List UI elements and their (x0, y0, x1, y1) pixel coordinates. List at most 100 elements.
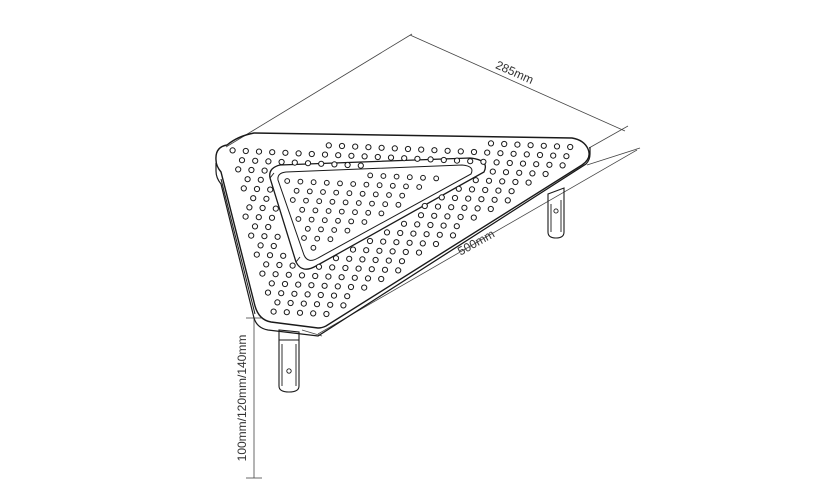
vent-hole (514, 141, 521, 148)
vent-hole (338, 142, 346, 150)
vent-hole (268, 280, 275, 287)
vent-hole (238, 157, 246, 164)
vent-hole (427, 156, 434, 163)
ventilation-holes (229, 140, 574, 318)
vent-hole (269, 149, 276, 156)
vent-hole (457, 148, 464, 155)
vent-hole (421, 202, 428, 210)
vent-hole (240, 185, 247, 192)
vent-hole (338, 208, 345, 215)
vent-hole (502, 169, 510, 176)
depth-dimension: 285mm (225, 33, 629, 149)
vent-hole (372, 191, 379, 198)
vent-hole (438, 194, 445, 201)
vent-hole (434, 203, 442, 210)
vent-hole (489, 168, 496, 175)
vent-hole (365, 144, 372, 151)
vent-hole (280, 252, 287, 259)
vent-hole (310, 244, 317, 251)
vent-hole (291, 290, 298, 297)
vent-hole (331, 161, 338, 168)
vent-hole (283, 309, 290, 316)
vent-hole (453, 157, 461, 164)
vent-hole (295, 216, 302, 222)
vent-hole (508, 188, 515, 195)
vent-hole (261, 167, 268, 174)
vent-hole (285, 271, 292, 278)
vent-hole (403, 183, 409, 190)
vent-hole (365, 209, 372, 216)
vent-hole (359, 256, 366, 263)
vent-hole (368, 266, 375, 273)
vent-hole (251, 223, 259, 230)
vent-hole (533, 161, 540, 168)
vent-hole (516, 169, 523, 176)
vent-hole (431, 212, 438, 219)
vent-hole (417, 212, 425, 219)
vent-hole (317, 291, 324, 299)
vent-hole (325, 142, 332, 149)
vent-hole (296, 309, 304, 316)
vent-hole (455, 185, 462, 192)
vent-hole (410, 230, 417, 237)
vent-hole (334, 283, 341, 290)
vent-hole (540, 142, 547, 149)
vent-hole (401, 155, 408, 162)
vent-hole (250, 195, 257, 202)
vent-hole (482, 186, 489, 194)
vent-hole (321, 282, 328, 289)
vent-hole (404, 145, 412, 153)
vent-hole (497, 150, 504, 157)
vent-hole (400, 220, 408, 227)
vent-hole (363, 181, 370, 188)
vent-hole (416, 184, 423, 190)
vent-hole (512, 178, 519, 186)
vent-hole (427, 221, 434, 229)
vent-hole (398, 258, 406, 265)
vent-hole (229, 147, 236, 154)
vent-hole (474, 205, 481, 212)
vent-hole (318, 160, 325, 167)
vent-hole (478, 196, 485, 203)
vent-hole (259, 270, 266, 277)
vent-hole (308, 282, 315, 289)
vent-hole (467, 158, 474, 165)
vent-hole (342, 199, 349, 206)
width-dimension-line (317, 149, 638, 335)
vent-hole (298, 272, 306, 279)
vent-hole (242, 147, 249, 155)
vent-hole (519, 160, 527, 167)
width-dimension: 500mm (301, 147, 641, 337)
vent-hole (523, 151, 530, 158)
vent-hole (510, 150, 517, 157)
vent-hole (272, 271, 279, 278)
vent-hole (493, 159, 500, 166)
vent-hole (331, 227, 338, 233)
vent-hole (325, 273, 332, 280)
vent-hole (389, 182, 396, 189)
vent-hole (342, 264, 349, 272)
vent-hole (265, 158, 272, 165)
vent-hole (376, 247, 383, 254)
vent-hole (310, 179, 317, 186)
vent-hole (263, 261, 270, 268)
vent-hole (281, 280, 289, 288)
vent-hole (495, 187, 502, 194)
vent-hole (386, 192, 392, 198)
vent-hole (312, 272, 319, 280)
vent-hole (567, 143, 574, 151)
vent-hole (414, 221, 421, 228)
vent-hole (393, 173, 400, 180)
vent-hole (387, 154, 395, 161)
vent-hole (382, 201, 389, 208)
vent-hole (244, 176, 251, 183)
vent-hole (546, 161, 553, 168)
vent-hole (270, 308, 277, 315)
vent-hole (380, 173, 387, 179)
vent-hole (316, 198, 323, 205)
vent-hole (340, 302, 347, 309)
vent-hole (278, 158, 285, 166)
vent-hole (453, 223, 460, 230)
depth-extension-line-right (588, 125, 629, 149)
vent-hole (378, 210, 385, 217)
